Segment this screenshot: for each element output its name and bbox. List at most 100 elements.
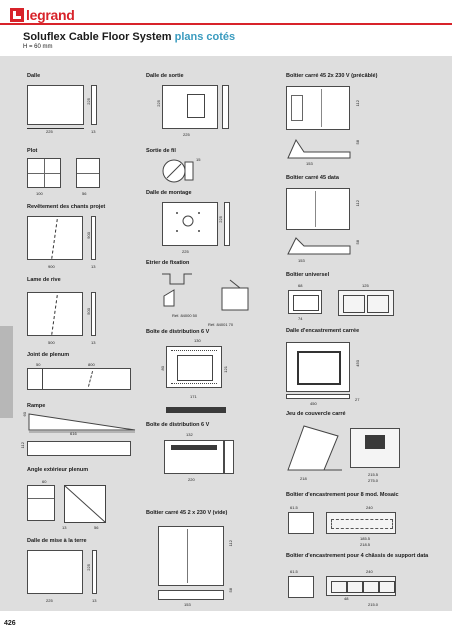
dim-joint-50: 50 [36,362,41,367]
drawing-dalle-mise-terre [27,550,83,594]
dim-encastrement-27: 27 [355,397,360,402]
dim-4ch-2150: 215.0 [368,602,379,607]
dim-joint-800: 800 [88,362,95,367]
dim-boite-b-132: 132 [186,432,193,437]
drawing-dalle-sortie [162,85,218,129]
drawing-boite-profile [166,407,226,413]
dim-boite-171: 171 [190,394,197,399]
drawing-dalle-montage [162,202,218,246]
dim-vide-58: 58 [228,588,233,593]
drawing-rampe [28,413,136,433]
drawing-4ch-top [326,576,396,596]
drawing-8mod-top [326,512,396,534]
label-plot: Plot [27,148,38,154]
drawing-dalle-encastrement-side [286,394,350,399]
drawing-4ch-side [288,576,314,598]
label-boitier-data: Boîtier carré 45 data [286,175,339,181]
side-tab [0,326,13,418]
dim-data-112: 112 [355,200,360,207]
dim-revetement-h: 900 [86,232,91,239]
drawing-revetement [27,216,83,260]
dim-4ch-240: 240 [366,569,373,574]
drawing-boite-distribution [166,346,222,388]
drawing-boitier-vide [158,526,224,586]
drawing-dalle-side [91,85,97,125]
drawing-boitier-vide-side [158,590,224,600]
drawing-universel-a [288,290,322,314]
label-boitier-encastrement-4: Boîtier d'encastrement pour 4 châssis de… [286,553,429,559]
drawing-plot-side [76,158,100,188]
dim-dalle-h: 225 [86,98,91,105]
dim-boite-121: 121 [223,366,228,373]
drawing-rampe-top [27,441,131,456]
legrand-logo-mark [10,8,24,22]
drawing-jeu-couvercle [287,425,342,471]
dim-rampe-d: 112 [20,442,25,449]
drawing-angle-top [64,485,106,523]
title-accent: plans cotés [174,31,236,43]
dim-plot-d: 56 [82,191,87,196]
dim-lame-rive-t: 13 [91,340,96,345]
page-title: Soluflex Cable Floor System plans cotés [23,31,235,43]
label-lame-rive: Lame de rive [27,277,61,283]
label-dalle: Dalle [27,73,41,79]
label-dalle-encastrement: Dalle d'encastrement carrée [286,328,360,334]
dim-vide-153: 153 [184,602,191,607]
dim-mise-terre-h: 225 [86,564,91,571]
dim-couvercle-2155: 215.5 [368,472,379,477]
label-angle-exterieur: Angle extérieur plenum [27,467,89,473]
dim-mise-terre-t: 13 [92,598,97,603]
dim-lame-rive-w: 500 [48,340,55,345]
dim-vide-112: 112 [228,540,233,547]
page-subtitle: H = 60 mm [23,44,53,50]
label-sortie-fil: Sortie de fil [146,148,176,154]
dim-montage-w: 225 [182,249,189,254]
drawing-dalle-montage-side [224,202,230,246]
dim-couvercle-227: 218 [300,476,307,481]
label-revetement: Revêtement des chants projet [27,204,106,210]
drawing-boite-distribution-b [164,440,224,474]
label-etrier: Etrier de fixation [146,260,190,266]
dim-boite-130: 130 [194,338,201,343]
header-rule [0,23,452,25]
drawing-etrier [162,273,249,311]
dim-plot-w: 100 [36,191,43,196]
drawing-lame-rive-side [91,292,96,336]
drawing-jeu-couvercle-top [350,428,400,468]
label-boite-distribution-b: Boîte de distribution 6 V [146,422,210,428]
dim-encastrement-w: 450 [310,401,317,406]
dim-8mod-1855: 185.5 [360,536,371,541]
ref-84000-50: Réf. 84000 50 [172,313,198,318]
dim-universel-74: 74 [298,316,303,321]
dim-mise-terre-w: 225 [46,598,53,603]
brand-name: legrand [26,7,75,23]
dim-sortie-fil: 15 [196,157,201,162]
dim-dalle-sortie-h: 225 [156,100,161,107]
dim-universel-68: 68 [298,283,303,288]
label-dalle-mise-terre: Dalle de mise à la terre [27,538,87,544]
drawing-8mod-side [288,512,314,534]
dim-boite-80: 80 [160,366,165,371]
label-dalle-montage: Dalle de montage [146,190,192,196]
dim-dalle-sortie-w: 225 [183,132,190,137]
drawing-dalle [27,85,84,125]
dim-encastrement-450: 450 [355,360,360,367]
page-number: 426 [4,620,16,627]
drawing-boitier-precable-side [287,138,351,159]
dim-8mod-2185: 218.5 [360,542,371,547]
dim-4ch-615: 61.5 [290,569,298,574]
drawing-boitier-precable [286,86,350,130]
label-jeu-couvercle: Jeu de couvercle carré [286,411,346,417]
dim-angle-56: 56 [94,525,99,530]
label-boitier-precable: Boîtier carré 45 2x 230 V (précâblé) [286,73,378,79]
legrand-logo: legrand [10,7,75,23]
dim-couvercle-2750: 275.0 [368,478,379,483]
dim-rampe-w: 616 [70,431,77,436]
dim-lame-rive-h: 500 [86,308,91,315]
dalle-montage-holes [176,212,200,232]
label-boite-distribution: Boîte de distribution 6 V [146,329,210,335]
drawing-boite-b-side [224,440,234,474]
dimline-dalle [27,128,84,129]
dim-data-103: 153 [298,258,305,263]
label-boitier-encastrement-8: Boîtier d'encastrement pour 8 mod. Mosai… [286,492,399,498]
